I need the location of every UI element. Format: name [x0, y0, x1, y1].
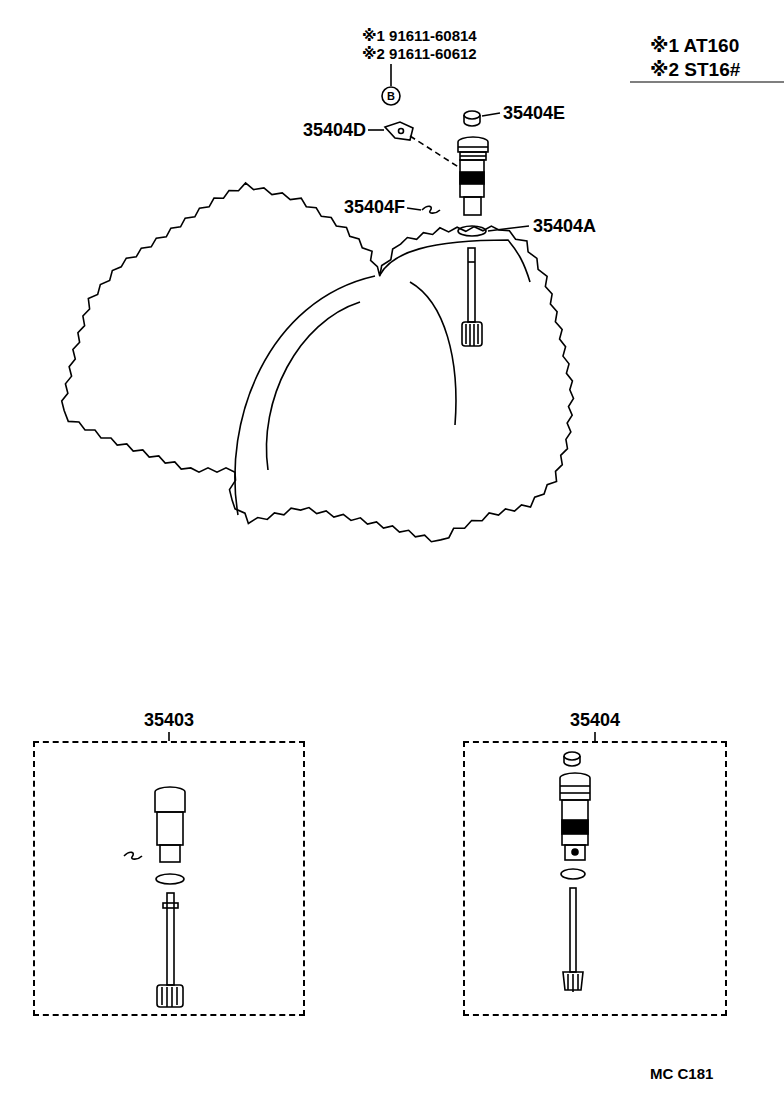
kit-box: 35404: [463, 741, 727, 1016]
kit-sleeve: [560, 752, 590, 992]
driven-gear-shaft: [473, 324, 475, 346]
leader-line: [368, 129, 384, 131]
lock-plate: [385, 122, 413, 140]
kit-number: 35403: [144, 711, 194, 729]
symbol-letter: B: [387, 91, 395, 102]
o-ring: [458, 226, 486, 236]
kit-sleeve: [157, 812, 183, 845]
kit-sleeve: [577, 974, 579, 990]
speedometer-sleeve: [458, 137, 488, 215]
housing-outline: [62, 183, 574, 542]
driven-gear-shaft: [465, 324, 467, 344]
kit-sleeve: [572, 974, 574, 992]
housing-detail: [266, 302, 360, 470]
speedometer-sleeve: [460, 152, 486, 160]
housing-detail: [410, 282, 456, 425]
model-note: ※2 ST16#: [650, 60, 740, 79]
driven-gear-shaft: [468, 261, 475, 263]
kit-sleeve: [562, 800, 588, 845]
kit-sleeve: [124, 787, 185, 1007]
leader-line: [482, 113, 500, 116]
drawing-code: MC C181: [650, 1066, 713, 1081]
housing-detail: [235, 240, 530, 515]
plug: [464, 111, 480, 119]
part-number: 35404A: [533, 217, 596, 235]
speedometer-sleeve: [458, 146, 488, 148]
kit-sleeve: [171, 987, 173, 1007]
kit-sleeve: [561, 869, 585, 879]
plug: [464, 111, 480, 126]
lock-plate: [385, 122, 413, 140]
kit-sleeve: [560, 773, 590, 800]
part-number: ※2 91611-60612: [362, 46, 477, 61]
leader-line: [488, 226, 529, 231]
bolt-symbol: [382, 87, 400, 105]
kit-sleeve: [161, 987, 163, 1005]
leader-line: [630, 81, 784, 82]
part-number: ※1 91611-60814: [362, 28, 477, 43]
leader-line: [594, 732, 596, 741]
bolt-symbol: [382, 87, 400, 105]
speedometer-sleeve: [458, 137, 488, 152]
leader-line: [390, 64, 392, 86]
kit-sleeve: [572, 849, 578, 855]
housing-detail: [235, 276, 375, 515]
speedometer-sleeve: [464, 197, 481, 215]
clip: [422, 206, 440, 213]
plug: [464, 115, 480, 126]
o-ring: [458, 226, 486, 236]
leader-line: [407, 208, 421, 210]
kit-sleeve: [560, 785, 590, 787]
driven-gear-shaft: [477, 324, 479, 344]
part-number: 35404F: [344, 198, 405, 216]
speedometer-sleeve: [460, 155, 486, 157]
kit-sleeve: [562, 820, 588, 834]
housing: [62, 183, 574, 542]
leader-line: [410, 136, 460, 168]
kit-sleeve: [564, 752, 580, 760]
model-note: ※1 AT160: [650, 36, 739, 55]
lock-plate: [399, 129, 404, 134]
kit-sleeve: [176, 987, 178, 1005]
kit-sleeve: [564, 756, 580, 766]
kit-sleeve: [155, 787, 185, 812]
kit-sleeve: [163, 903, 178, 908]
kit-sleeve: [166, 987, 168, 1007]
part-number: 35404E: [503, 104, 565, 122]
kit-sleeve: [160, 845, 180, 862]
driven-gear-shaft: [469, 324, 471, 346]
speedometer-sleeve: [460, 160, 484, 197]
kit-number: 35404: [570, 711, 620, 729]
housing-detail: [380, 240, 530, 282]
kit-sleeve: [167, 893, 174, 985]
kit-sleeve: [157, 985, 183, 1007]
leader-line: [169, 64, 784, 741]
kit-sleeve: [124, 852, 142, 859]
speedometer-sleeve: [460, 172, 484, 184]
leader-line: [168, 732, 170, 741]
kit-sleeve: [560, 792, 590, 794]
kit-sleeve: [570, 888, 576, 972]
part-number: 35404D: [303, 121, 366, 139]
kit-sleeve: [156, 874, 184, 884]
driven-gear-shaft: [468, 248, 475, 322]
clip: [422, 206, 440, 213]
driven-gear-shaft: [462, 248, 482, 346]
kit-sleeve: [567, 974, 569, 990]
kit-sleeve: [565, 845, 585, 860]
driven-gear-shaft: [462, 322, 482, 346]
kit-box: 35403: [33, 741, 305, 1016]
